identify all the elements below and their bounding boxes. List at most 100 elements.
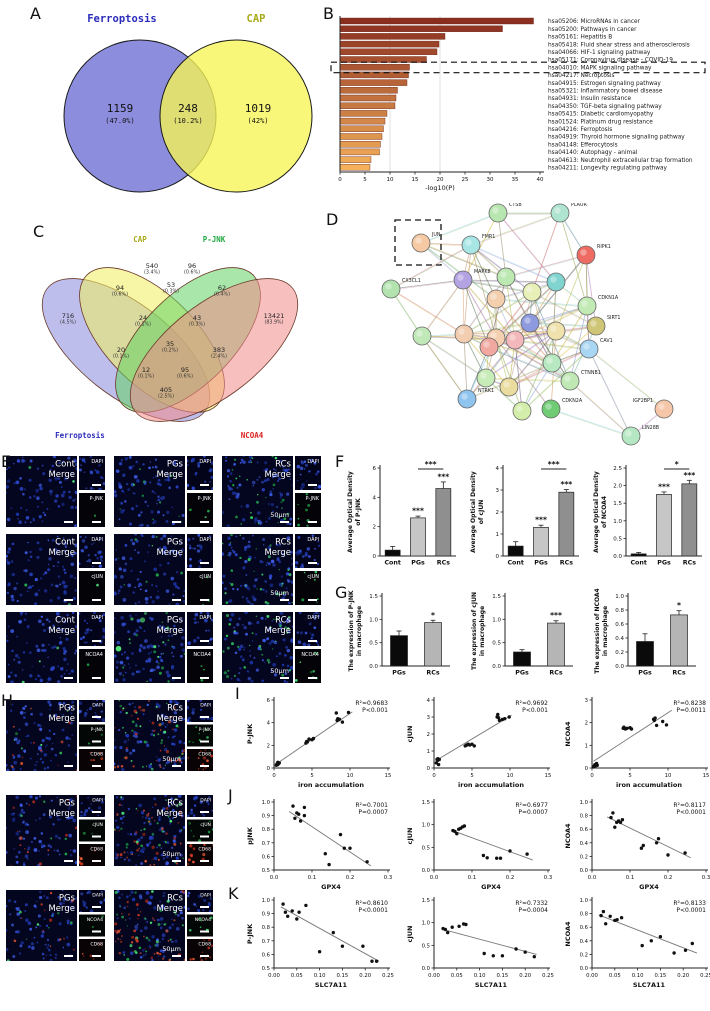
circle-shape — [19, 487, 24, 491]
circle-shape — [135, 504, 139, 508]
network-node-CTSB[interactable] — [488, 203, 508, 223]
line-shape — [421, 336, 487, 380]
network-node[interactable] — [496, 267, 516, 287]
line-shape — [569, 305, 588, 382]
network-node-SIRT1[interactable] — [586, 316, 606, 336]
circle-shape — [196, 636, 200, 640]
micro-label: DAPI — [91, 615, 103, 621]
network-node[interactable] — [476, 368, 496, 388]
venn-inter-value: 248 — [178, 102, 198, 115]
circle-shape — [243, 646, 246, 649]
circle-shape — [158, 843, 161, 847]
circle-shape — [305, 493, 308, 496]
micro-label: cJUN — [92, 822, 103, 828]
line-shape — [505, 276, 516, 341]
network-node-NTRK1[interactable] — [457, 389, 477, 409]
circle-shape — [16, 912, 20, 916]
circle-shape — [119, 711, 122, 714]
network-node[interactable] — [512, 401, 532, 421]
circle-shape — [119, 746, 123, 750]
circle-shape — [26, 851, 29, 854]
network-node-FMR1[interactable] — [461, 235, 481, 255]
network-node[interactable] — [546, 272, 566, 292]
circle-shape — [30, 840, 33, 843]
circle-shape — [7, 582, 12, 586]
circle-shape — [187, 757, 190, 759]
circle-shape — [65, 637, 69, 641]
circle-shape — [271, 620, 274, 622]
circle-shape — [165, 855, 169, 859]
micro-scalebar — [64, 677, 73, 679]
network-node-CDKN1A[interactable] — [577, 296, 597, 316]
network-node[interactable] — [522, 282, 542, 302]
network-node-PLAUR[interactable] — [550, 203, 570, 223]
network-node[interactable] — [479, 337, 499, 357]
circle-shape — [156, 822, 159, 825]
circle-shape — [228, 551, 232, 556]
circle-shape — [153, 668, 157, 672]
network-node-MAPK8[interactable] — [453, 270, 473, 290]
circle-shape — [123, 851, 126, 854]
circle-shape — [198, 917, 202, 921]
data-point — [346, 710, 351, 715]
network-node[interactable] — [486, 289, 506, 309]
circle-shape — [24, 854, 29, 859]
micro-merge-label: Merge — [264, 548, 291, 558]
network-node-CDKN2A[interactable] — [541, 399, 561, 419]
micro-label: RCs — [275, 538, 291, 548]
circle-shape — [281, 673, 285, 677]
network-node[interactable] — [499, 377, 519, 397]
y-tick-label: 0.7 — [262, 939, 270, 945]
network-node[interactable] — [505, 330, 525, 350]
circle-shape — [80, 549, 82, 552]
circle-shape — [43, 753, 48, 757]
network-node[interactable] — [454, 324, 474, 344]
circle-shape — [29, 572, 33, 577]
sig-stars: *** — [412, 507, 424, 516]
pathway-bar — [339, 48, 438, 55]
line-shape — [497, 212, 557, 283]
circle-shape — [103, 815, 105, 817]
circle-shape — [205, 800, 210, 804]
network-node[interactable] — [412, 326, 432, 346]
data-point — [342, 846, 346, 850]
network-node-CTNNB1[interactable] — [560, 371, 580, 391]
network-node-IGF2BP1[interactable] — [654, 399, 674, 419]
panel-e-letter: E — [1, 452, 12, 471]
x-cat-label: RCs — [426, 670, 439, 677]
network-node-LIN28B[interactable] — [621, 426, 641, 446]
circle-shape — [118, 904, 122, 907]
network-node-CX3CL1[interactable] — [381, 279, 401, 299]
circle-shape — [47, 539, 50, 542]
circle-shape — [98, 616, 101, 620]
x-cat-label: Cont — [630, 560, 646, 567]
line-shape — [559, 213, 588, 307]
circle-shape — [210, 944, 213, 948]
network-node-label: IGF2BP1 — [633, 398, 653, 404]
circle-shape — [20, 507, 23, 509]
circle-shape — [239, 644, 244, 649]
g-shape — [89, 751, 104, 762]
network-node-CAV1[interactable] — [579, 339, 599, 359]
circle-shape — [79, 562, 81, 565]
micro-label: CD68 — [90, 847, 103, 853]
circle-shape — [116, 640, 120, 645]
circle-shape — [49, 489, 53, 494]
circle-shape — [240, 458, 244, 462]
circle-shape — [127, 630, 131, 634]
circle-shape — [145, 891, 150, 895]
circle-shape — [203, 844, 206, 846]
pathway-label: hsa05321: Inflammatory bowel disease — [548, 89, 663, 95]
network-node[interactable] — [520, 313, 540, 333]
circle-shape — [242, 566, 246, 570]
circle-shape — [226, 646, 230, 650]
network-node[interactable] — [546, 321, 566, 341]
circle-shape — [167, 474, 169, 477]
network-node-JUN[interactable] — [411, 233, 431, 253]
circle-shape — [57, 505, 60, 508]
circle-shape — [139, 468, 141, 470]
network-node-RIPK1[interactable] — [576, 245, 596, 265]
circle-shape — [124, 562, 128, 566]
network-node[interactable] — [542, 353, 562, 373]
circle-shape — [311, 534, 315, 537]
